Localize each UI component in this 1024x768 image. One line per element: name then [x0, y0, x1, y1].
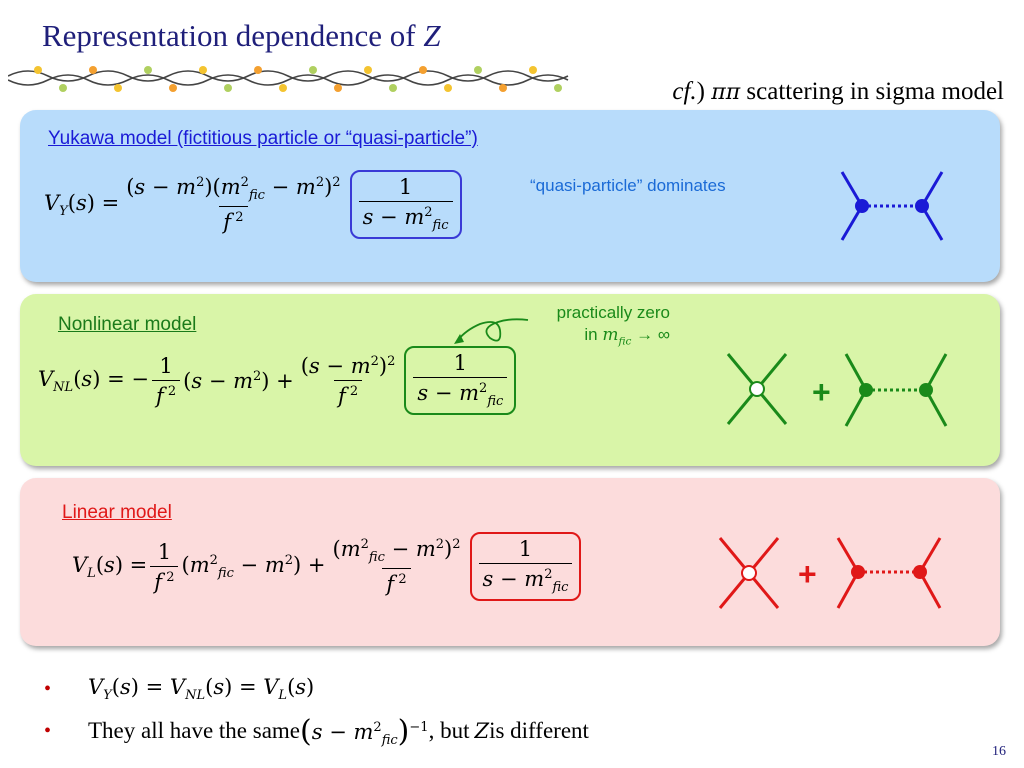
yukawa-note: “quasi-particle” dominates [530, 176, 726, 195]
page-number: 16 [992, 744, 1006, 759]
bullet-equality-formula: VY(s) = VNL(s) = VL(s) [88, 674, 315, 704]
bullet-dot: • [44, 719, 52, 742]
nonlinear-diagrams [726, 353, 948, 427]
bullet-dot: • [44, 677, 52, 700]
linear-panel: Linear model VL(s) = 1 f 2 (m2fic − m2) … [20, 478, 1000, 646]
nonlinear-plus: + [812, 374, 831, 410]
bullet-same-pole-mid: , but [428, 718, 470, 743]
bullet-z-var: Z [474, 719, 490, 743]
nonlinear-note-line2: in mfic → ∞ [584, 325, 670, 348]
linear-diagrams [718, 537, 942, 609]
bullet-same-pole-suffix: is different [489, 718, 589, 743]
bullet-same-pole: • They all have the same (s − m2fic)−1 ,… [44, 710, 589, 752]
linear-propagator-box: 1 s − m2fic [469, 532, 582, 602]
yukawa-propagator-box: 1 s − m2fic [349, 170, 462, 240]
nonlinear-propagator-box: 1 s − m2fic [404, 346, 517, 416]
linear-plus: + [798, 556, 817, 592]
bullet-same-pole-prefix: They all have the same [88, 718, 301, 743]
yukawa-panel: Yukawa model (fictitious particle or “qu… [20, 110, 1000, 282]
yukawa-formula: VY(s) = (s − m2)(m2fic − m2)2 f 2 1 s − … [44, 170, 462, 240]
nonlinear-heading: Nonlinear model [58, 314, 197, 335]
linear-heading: Linear model [62, 502, 172, 523]
bullet-list: • VY(s) = VNL(s) = VL(s) • They all have… [44, 668, 589, 752]
bullet-pole-formula: (s − m2fic)−1 [300, 713, 429, 749]
cf-caption: cf.) ππ scattering in sigma model [672, 78, 1004, 105]
nonlinear-note-line1: practically zero [556, 303, 670, 322]
curly-arrow-icon [454, 318, 529, 344]
nonlinear-note: practically zero in mfic → ∞ [540, 302, 670, 349]
linear-formula: VL(s) = 1 f 2 (m2fic − m2) + (m2fic − m2… [72, 532, 582, 602]
bullet-equality: • VY(s) = VNL(s) = VL(s) [44, 668, 589, 710]
nonlinear-panel: Nonlinear model VNL(s) = − 1 f 2 (s − m2… [20, 294, 1000, 466]
nonlinear-formula: VNL(s) = − 1 f 2 (s − m2) + (s − m2)2 f … [38, 346, 517, 416]
yukawa-heading: Yukawa model (fictitious particle or “qu… [48, 128, 478, 149]
yukawa-exchange-diagram [840, 171, 944, 241]
slide-title: Representation dependence of Z [42, 18, 441, 53]
garland-decoration [8, 66, 569, 92]
